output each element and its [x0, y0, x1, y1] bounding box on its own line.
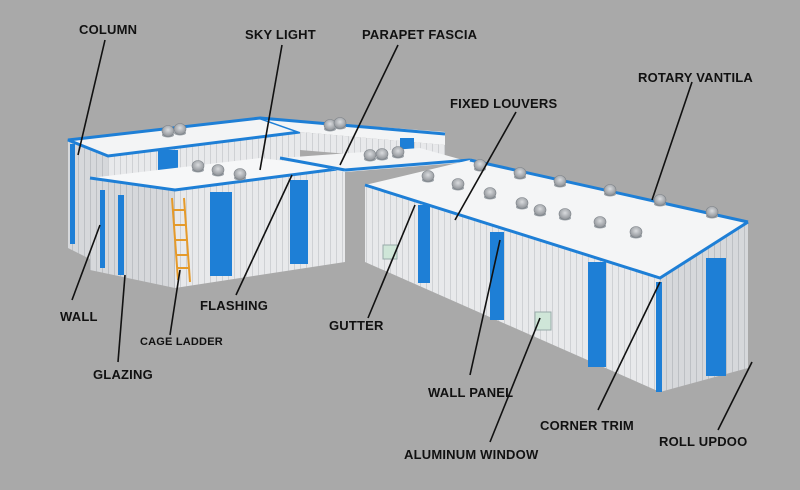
rotary-ventilators: [161, 117, 719, 239]
window: [534, 311, 552, 331]
rotary-ventilator-icon: [451, 178, 465, 191]
label-roll-up-door: ROLL UPDOO: [659, 434, 748, 449]
rotary-ventilator-icon: [593, 216, 607, 229]
rotary-ventilator-icon: [653, 194, 667, 207]
rotary-ventilator-icon: [705, 206, 719, 219]
rotary-ventilator-icon: [375, 148, 389, 161]
label-wall-panel: WALL PANEL: [428, 385, 514, 400]
rotary-ventilator-icon: [513, 167, 527, 180]
front-left-building: [89, 158, 346, 288]
rotary-ventilator-icon: [333, 117, 347, 130]
rotary-ventilator-icon: [553, 175, 567, 188]
label-cage-ladder: CAGE LADDER: [140, 336, 223, 348]
rotary-ventilator-icon: [173, 123, 187, 136]
label-glazing: GLAZING: [93, 367, 153, 382]
rotary-ventilator-icon: [323, 119, 337, 132]
rotary-ventilator-icon: [558, 208, 572, 221]
label-column: COLUMN: [79, 22, 138, 37]
rotary-ventilator-icon: [161, 125, 175, 138]
rotary-ventilator-icon: [191, 160, 205, 173]
label-corner-trim: CORNER TRIM: [540, 418, 634, 433]
leader-lines: [71, 39, 753, 443]
rotary-ventilator-icon: [363, 149, 377, 162]
column-post: [70, 144, 75, 244]
corner-trim-post: [656, 282, 662, 392]
rotary-ventilator-icon: [603, 184, 617, 197]
rotary-ventilator-icon: [421, 170, 435, 183]
rotary-ventilator-icon: [515, 197, 529, 210]
cage-ladder: [171, 197, 191, 283]
label-flashing: FLASHING: [200, 298, 269, 313]
label-fixed-louvers: FIXED LOUVERS: [450, 96, 558, 111]
rotary-ventilator-icon: [629, 226, 643, 239]
label-parapet-fascia: PARAPET FASCIA: [362, 27, 478, 42]
label-sky-light: SKY LIGHT: [245, 27, 316, 42]
rotary-ventilator-icon: [391, 146, 405, 159]
rotary-ventilator-icon: [483, 187, 497, 200]
label-wall: WALL: [60, 309, 98, 324]
rotary-ventilator-icon: [211, 164, 225, 177]
label-rotary-ventilator: ROTARY VANTILA: [638, 70, 753, 85]
label-aluminum-window: ALUMINUM WINDOW: [404, 447, 539, 462]
main-building: [364, 158, 749, 392]
rotary-ventilator-icon: [533, 204, 547, 217]
rotary-ventilator-icon: [233, 168, 247, 181]
label-gutter: GUTTER: [329, 318, 384, 333]
